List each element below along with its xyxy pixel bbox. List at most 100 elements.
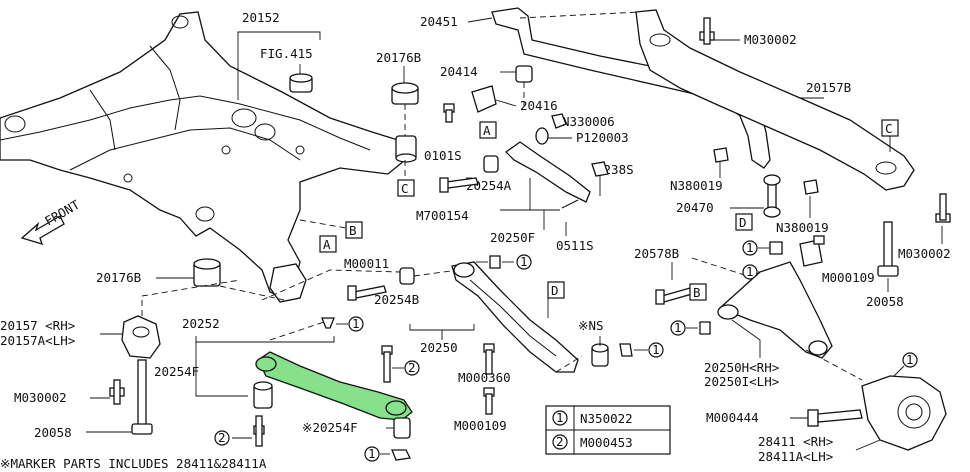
nut-n330006[interactable] [551,113,567,129]
svg-text:C: C [401,181,409,196]
ref-circle-1-a[interactable]: 1 [348,316,364,332]
ref-circle-1-h[interactable]: 1 [902,352,918,368]
subframe-member-20157b[interactable] [635,9,915,191]
svg-text:A: A [323,237,331,252]
label-20254b: 20254B [374,292,419,307]
stabilizer-link-20470[interactable] [763,174,781,218]
svg-text:D: D [551,283,559,298]
subframe-mount-20176b-left[interactable] [193,258,221,287]
bolt-m030002-right[interactable] [935,193,951,223]
label-20157b: 20157B [806,80,851,95]
nut-n380019-a[interactable] [713,147,729,163]
svg-text:B: B [349,223,357,238]
label-20254f-star: ※20254F [302,420,358,435]
label-20254f: 20254F [154,364,199,379]
bushing-20254f-right[interactable] [393,417,411,439]
bracket-20416[interactable] [471,85,497,113]
svg-text:1: 1 [746,264,754,279]
washer-upper-arm-1[interactable] [769,241,783,255]
svg-text:1: 1 [652,342,660,357]
nut-ref-1-bottom[interactable] [391,449,411,461]
ref-box-b-left[interactable]: B [345,221,363,239]
bolt-20578b[interactable] [655,287,693,305]
bolt-near-20416[interactable] [443,103,455,123]
washer-p120003[interactable] [535,127,549,145]
bolt-m000360[interactable] [483,343,495,375]
ref-circle-1-d[interactable]: 1 [648,342,664,358]
bushing-20254f-left[interactable] [253,381,273,409]
ref-box-d-right[interactable]: D [735,213,753,231]
label-20470: 20470 [676,200,714,215]
label-20250i-lh: 20250I<LH> [704,374,779,389]
ref-box-a-left[interactable]: A [319,235,337,253]
svg-text:1: 1 [674,320,682,335]
ref-circle-2-b[interactable]: 2 [404,360,420,376]
label-20157-rh: 20157 <RH> [0,318,75,333]
bolt-m030002-left[interactable] [109,379,125,405]
legend-part-1: N350022 [580,411,633,426]
nut-n380019-b[interactable] [803,179,819,195]
ref-box-b-right[interactable]: B [689,283,707,301]
ref-box-a-center[interactable]: A [479,121,497,139]
stabilizer-bar-20451[interactable] [491,7,771,169]
ref-circle-1-b[interactable]: 1 [364,446,380,462]
washer-near-20250[interactable] [489,255,501,269]
cotter-pin-0511s[interactable] [561,199,579,209]
lower-arm-20250[interactable] [451,261,579,373]
ref-box-c-left[interactable]: C [397,179,415,197]
label-m00011: M00011 [344,256,389,271]
subframe-mount-20176b-top[interactable] [391,82,419,163]
ref-box-c-right[interactable]: C [881,119,899,137]
bolt-m000109-bottom[interactable] [483,387,495,415]
label-20176b-top: 20176B [376,50,421,65]
label-ns: ※NS [578,318,604,333]
bolt-m00011[interactable] [347,285,387,301]
bushing-20414[interactable] [515,65,533,83]
ref-circle-1-g[interactable]: 1 [670,320,686,336]
bolt-m030002-top[interactable] [699,17,715,45]
label-n380019-a: N380019 [670,178,723,193]
bolt-m000444[interactable] [807,409,863,427]
svg-text:1: 1 [352,316,360,331]
svg-text:1: 1 [368,446,376,461]
upper-arm-20250h[interactable] [717,261,833,359]
stud-20058-right[interactable] [877,221,899,277]
svg-text:1: 1 [906,352,914,367]
ref-box-d-middle[interactable]: D [547,281,565,299]
label-m000444: M000444 [706,410,759,425]
washer-near-20252[interactable] [321,317,335,329]
svg-text:A: A [483,123,491,138]
nut-0238s[interactable] [591,161,609,177]
link-20250f[interactable] [504,141,591,203]
label-28411a-lh: 28411A<LH> [758,449,833,464]
bolt-ref-2-upper[interactable] [381,345,393,383]
svg-text:1: 1 [746,240,754,255]
bolt-m000109-right[interactable] [799,235,825,267]
bracket-20157[interactable] [121,315,161,359]
rear-crossmember-20152[interactable] [0,11,406,303]
washer-ns[interactable] [619,343,633,357]
svg-text:1: 1 [520,254,528,269]
stud-20058-left[interactable] [131,359,153,435]
label-0101s: 0101S [424,148,462,163]
ref-circle-2-a[interactable]: 2 [214,430,230,446]
bushing-ns[interactable] [591,343,609,367]
ref-circle-1-e[interactable]: 1 [742,240,758,256]
bushing-20254a[interactable] [483,155,499,173]
label-20451: 20451 [420,14,458,29]
washer-upper-arm-2[interactable] [699,321,711,335]
label-20416: 20416 [520,98,558,113]
highlighted-lateral-link-20252[interactable] [255,351,413,421]
label-m000360: M000360 [458,370,511,385]
legend-key-1: 1 [556,410,564,425]
ref-circle-1-f[interactable]: 1 [742,264,758,280]
rear-knuckle-28411[interactable] [861,375,947,451]
bolt-m700154[interactable] [439,177,479,193]
label-20176b-left: 20176B [96,270,141,285]
bushing-20254b[interactable] [399,267,415,285]
ref-circle-1-c[interactable]: 1 [516,254,532,270]
bolt-ref-2-left[interactable] [253,415,265,447]
mount-bushing-fig415[interactable] [289,73,313,93]
